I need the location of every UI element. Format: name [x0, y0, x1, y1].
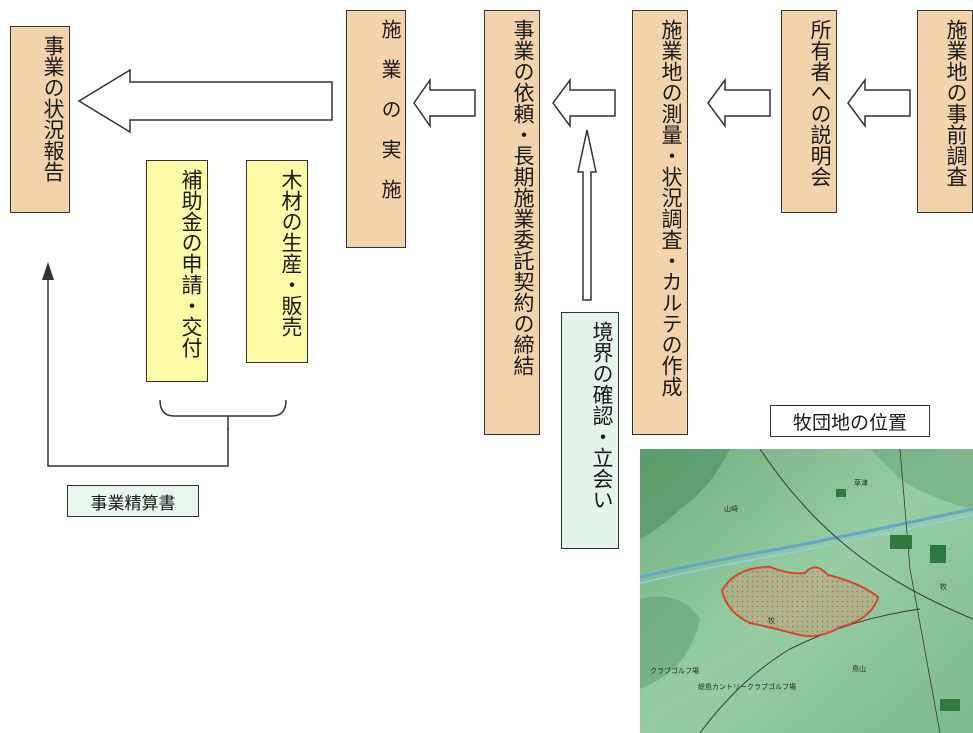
arrow-from-briefing — [707, 77, 771, 129]
step-survey-label: 施業地の測量・状況調査・カルテの作成 — [659, 19, 683, 397]
step-report: 事業の状況報告 — [10, 26, 70, 213]
brace — [159, 399, 287, 430]
boundary-box: 境界の確認・立会い — [561, 312, 619, 549]
map-title-label: 牧団地の位置 — [792, 411, 907, 434]
step-owner-briefing: 所有者への説明会 — [781, 10, 837, 213]
map-label-golf1: クラブゴルフ場 — [650, 666, 699, 675]
arrow-from-prior-survey — [847, 77, 911, 129]
step-implementation-label: 施 業 の 実 施 — [378, 19, 402, 199]
timber-box-label: 木材の生産・販売 — [279, 169, 303, 337]
step-report-label: 事業の状況報告 — [41, 35, 65, 182]
step-contract: 事業の依頼・長期施業委託契約の締結 — [484, 10, 540, 435]
map-graphic: クラブゴルフ場 総島カントリークラブゴルフ場 牧 山崎 草津 牧 鳥山 — [640, 449, 973, 733]
arrow-from-contract — [413, 77, 476, 129]
map-title: 牧団地の位置 — [770, 405, 930, 437]
settlement-arrowhead — [42, 262, 54, 280]
settlement-box-label: 事業精算書 — [90, 493, 176, 514]
timber-box: 木材の生産・販売 — [246, 160, 308, 363]
step-survey: 施業地の測量・状況調査・カルテの作成 — [632, 10, 688, 435]
map-label-pasture: 牧 — [768, 616, 775, 625]
boundary-box-label: 境界の確認・立会い — [590, 321, 614, 510]
location-map: クラブゴルフ場 総島カントリークラブゴルフ場 牧 山崎 草津 牧 鳥山 — [640, 449, 973, 733]
step-prior-survey: 施業地の事前調査 — [917, 10, 973, 213]
map-label-place4: 鳥山 — [852, 664, 866, 673]
step-implementation: 施 業 の 実 施 — [346, 10, 406, 248]
arrow-to-report — [77, 68, 333, 134]
map-label-place3: 牧 — [940, 582, 947, 591]
step-contract-label: 事業の依頼・長期施業委託契約の締結 — [511, 19, 535, 376]
map-label-place1: 山崎 — [724, 504, 738, 513]
arrow-from-boundary — [577, 129, 597, 301]
step-owner-briefing-label: 所有者への説明会 — [808, 19, 832, 187]
settlement-box: 事業精算書 — [67, 485, 199, 517]
step-prior-survey-label: 施業地の事前調査 — [944, 19, 968, 187]
subsidy-box-label: 補助金の申請・交付 — [179, 169, 203, 358]
pasture-area — [720, 565, 880, 637]
map-label-place2: 草津 — [854, 478, 868, 487]
settlement-line — [47, 280, 229, 467]
map-label-golf2: 総島カントリークラブゴルフ場 — [698, 682, 796, 691]
subsidy-box: 補助金の申請・交付 — [146, 160, 208, 382]
arrow-from-survey — [552, 77, 616, 129]
